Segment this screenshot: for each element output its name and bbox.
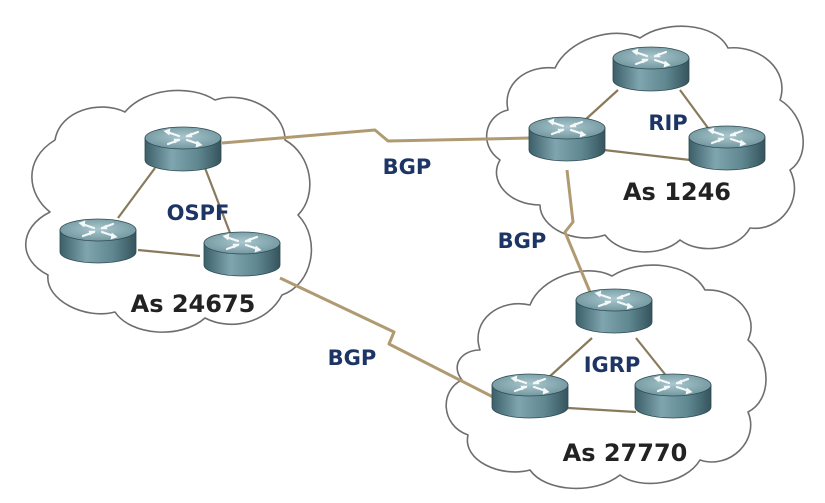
link-igrp-top-left	[547, 337, 593, 379]
bgp-link-ospf-igrp	[279, 276, 496, 400]
bgp-link-ospf-rip	[221, 128, 531, 145]
router-icon	[611, 45, 691, 93]
link-rip-main-right	[603, 148, 691, 162]
router-icon	[58, 217, 138, 265]
router-icon	[527, 115, 607, 163]
as-label-igrp: As 27770	[563, 439, 688, 467]
link-rip-top-right	[679, 89, 709, 129]
cloud-rip	[485, 25, 804, 253]
router-icon	[202, 230, 282, 278]
router-icon	[574, 287, 654, 335]
link-ospf-top-right	[203, 167, 234, 239]
bgp-label-ospf-rip: BGP	[383, 155, 432, 179]
link-ospf-top-left	[117, 167, 156, 219]
protocol-label-ospf: OSPF	[167, 201, 230, 225]
link-ospf-left-right	[137, 248, 201, 258]
router-icon	[687, 124, 767, 172]
bgp-link-rip-igrp	[563, 169, 592, 293]
link-rip-main-top	[584, 89, 619, 121]
router-icon	[633, 372, 713, 420]
bgp-label-rip-igrp: BGP	[498, 229, 547, 253]
protocol-label-rip: RIP	[648, 111, 687, 135]
link-igrp-left-right	[567, 406, 637, 414]
bgp-label-ospf-igrp: BGP	[328, 346, 377, 370]
link-igrp-top-right	[635, 337, 669, 379]
protocol-label-igrp: IGRP	[584, 353, 641, 377]
as-label-rip: As 1246	[623, 178, 731, 206]
router-icon	[490, 372, 570, 420]
as-label-ospf: As 24675	[131, 290, 256, 318]
router-icon	[143, 125, 223, 173]
cloud-igrp	[445, 264, 767, 490]
